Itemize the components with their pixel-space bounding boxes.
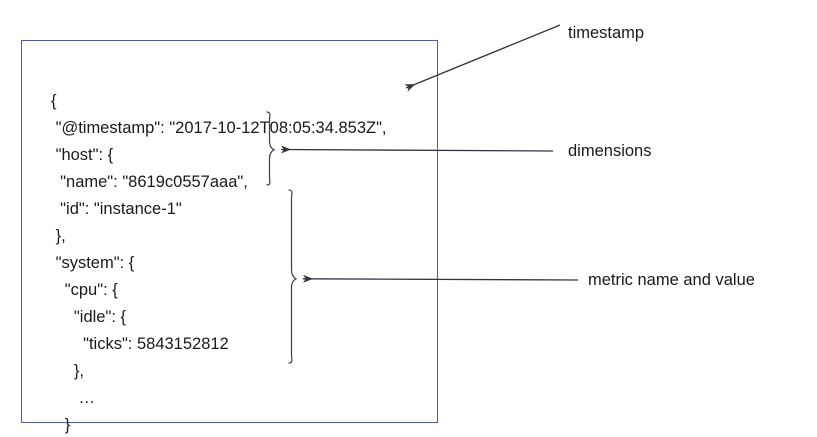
json-code-block: { "@timestamp": "2017-10-12T08:05:34.853… xyxy=(51,92,387,434)
annotation-label-dimensions: dimensions xyxy=(568,142,652,160)
annotation-label-metric-name-and-value: metric name and value xyxy=(588,271,755,289)
json-document-box: { "@timestamp": "2017-10-12T08:05:34.853… xyxy=(21,40,438,434)
annotation-label-timestamp: timestamp xyxy=(568,24,645,42)
